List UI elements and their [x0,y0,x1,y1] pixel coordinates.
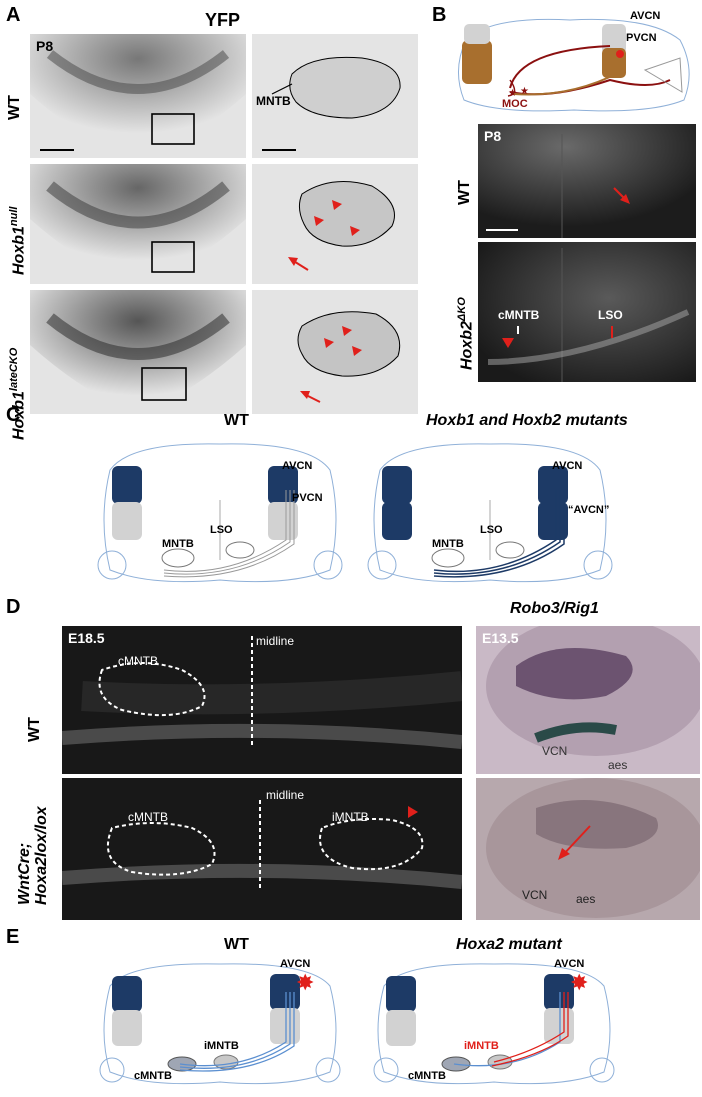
e-mut-imntb: iMNTB [464,1040,499,1052]
panel-letter-e: E [6,926,20,948]
panel-letter-b: B [432,4,447,26]
row-label-wt: WT [6,95,23,120]
schematic-pvcn: PVCN [626,32,657,44]
micrograph-d-mutant: cMNTB midline iMNTB [62,778,462,920]
panel-letter-c: C [6,404,21,426]
c-mut-lso: LSO [480,524,503,536]
d-wt-aes: aes [608,758,628,772]
b-lso-label: LSO [598,308,623,322]
age-label: P8 [36,38,54,54]
panel-a-title: YFP [205,10,241,30]
photo-d-mutant-robo3: VCN aes [476,778,700,920]
svg-text:✸: ✸ [296,970,314,995]
c-mut-avcn-quoted: “AVCN” [568,504,610,516]
e-wt-cmntb: cMNTB [134,1070,172,1082]
diagram-e-mutant: ✸ AVCN iMNTB cMNTB [364,952,624,1092]
panel-c-right-title: Hoxb1 and Hoxb2 mutants [426,412,628,429]
photo-d-wt-robo3: E13.5 VCN aes [476,626,700,774]
d-mut-aes: aes [576,892,596,906]
diagram-b-schematic: ★ ★ AVCN PVCN MOC [450,10,698,118]
panel-letter-a: A [6,4,21,26]
schematic-moc: MOC [502,98,528,110]
d-mut-vcn: VCN [522,888,548,902]
d-wt-vcn: VCN [542,744,568,758]
micrograph-a-hoxb1latecko-zoom [252,290,418,414]
d-wt-midline: midline [256,634,295,648]
micrograph-b-hoxb2: cMNTB LSO [478,242,696,382]
diagram-c-mutant: AVCN “AVCN” LSO MNTB [360,430,630,590]
panel-e-right-title: Hoxa2 mutant [456,936,562,953]
row-label-b-wt: WT [456,180,473,205]
d-age-right: E13.5 [482,630,519,646]
panel-letter-d: D [6,596,21,618]
micrograph-b-wt: P8 [478,124,696,238]
e-mut-avcn: AVCN [554,958,585,970]
c-wt-lso: LSO [210,524,233,536]
b-cmntb-label: cMNTB [498,308,540,322]
panel-d-right-title: Robo3/Rig1 [510,600,599,617]
micrograph-a-wt-zoom: MNTB [252,34,418,158]
c-wt-pvcn: PVCN [292,492,323,504]
mntb-label: MNTB [256,94,291,108]
micrograph-d-wt: E18.5 cMNTB midline [62,626,462,774]
b-age-label: P8 [484,128,502,144]
micrograph-a-hoxb1latecko-overview [30,290,246,414]
panel-e-left-title: WT [224,936,249,953]
panel-c-left-title: WT [224,412,249,429]
d-mut-imntb: iMNTB [332,810,369,824]
svg-text:★: ★ [520,86,529,97]
d-mut-midline: midline [266,788,305,802]
micrograph-a-wt-overview: P8 [30,34,246,158]
row-label-hoxb1-null: Hoxb1null [8,206,28,275]
schematic-avcn: AVCN [630,10,661,22]
row-label-b-hoxb2: Hoxb2ΔKO [456,297,476,370]
e-mut-cmntb: cMNTB [408,1070,446,1082]
svg-text:★: ★ [508,88,517,99]
c-mut-avcn: AVCN [552,460,583,472]
e-wt-avcn: AVCN [280,958,311,970]
d-wt-cmntb: cMNTB [118,654,158,668]
diagram-e-wt: ✸ AVCN iMNTB cMNTB [90,952,350,1092]
c-mut-mntb: MNTB [432,538,464,550]
c-wt-mntb: MNTB [162,538,194,550]
micrograph-a-hoxb1null-zoom [252,164,418,284]
svg-text:✸: ✸ [570,970,588,995]
d-mut-cmntb: cMNTB [128,810,168,824]
row-label-d-wntcre: WntCre;Hoxa2lox/lox [16,806,50,905]
d-age-left: E18.5 [68,630,105,646]
diagram-c-wt: AVCN PVCN LSO MNTB [90,430,350,590]
row-label-d-wt: WT [26,717,43,742]
micrograph-a-hoxb1null-overview [30,164,246,284]
e-wt-imntb: iMNTB [204,1040,239,1052]
c-wt-avcn: AVCN [282,460,313,472]
